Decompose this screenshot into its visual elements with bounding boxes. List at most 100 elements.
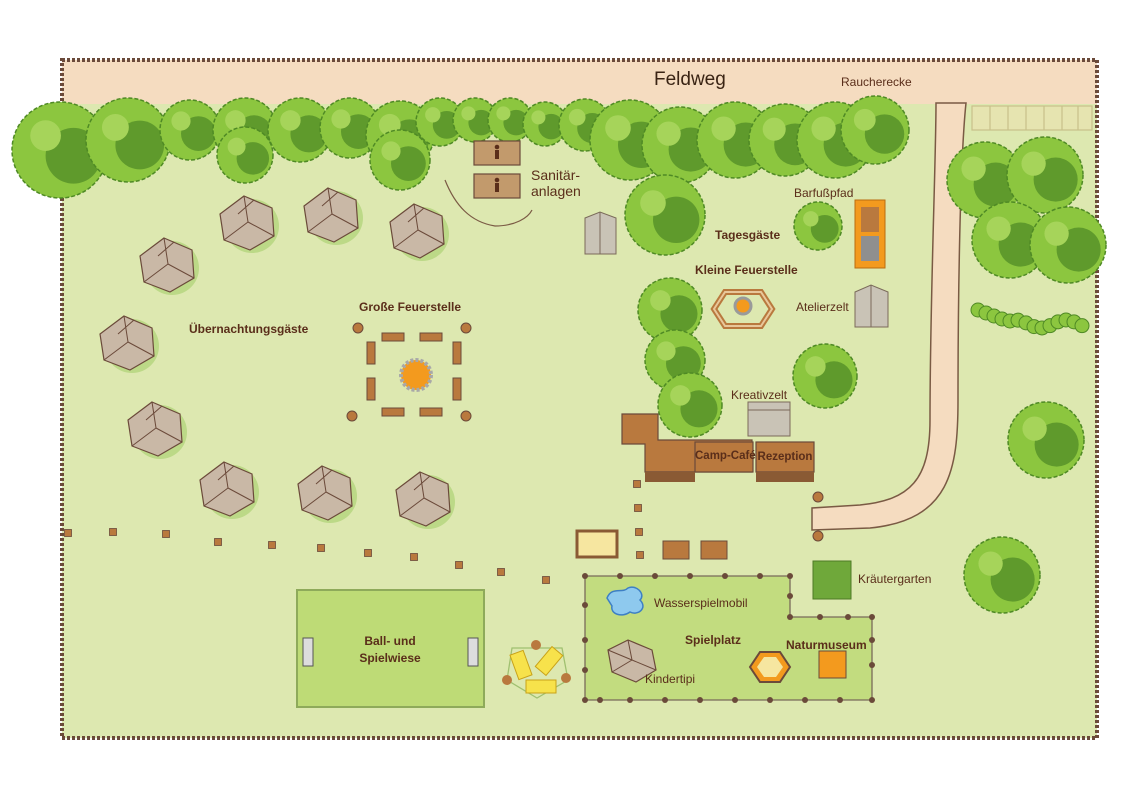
stepping-stones [64, 480, 824, 584]
overnight-guests-label: Übernachtungsgäste [189, 322, 309, 336]
fire-pit [399, 358, 433, 392]
stone [636, 551, 644, 559]
fence-post [845, 614, 851, 620]
creative-tent-icon [747, 401, 791, 437]
sanitary-path [444, 179, 533, 227]
fence-post [869, 697, 875, 703]
fence-post [817, 614, 823, 620]
tree [657, 372, 723, 438]
stone [455, 561, 463, 569]
playground-label: Spielplatz [685, 633, 742, 647]
post [352, 322, 364, 334]
fence-post [869, 637, 875, 643]
stone [317, 544, 325, 552]
stone [497, 568, 505, 576]
water-play-label: Wasserspielmobil [654, 596, 748, 610]
tree [159, 99, 221, 161]
atelier-tent-icon [854, 284, 889, 328]
tent-icon [395, 471, 455, 529]
tree [369, 129, 431, 191]
tent-icon [219, 195, 279, 253]
sanitary-label: Sanitär- anlagen [531, 167, 581, 199]
fence-post [582, 602, 588, 608]
tree [1007, 401, 1085, 479]
fence-post [582, 667, 588, 673]
fence-post [597, 697, 603, 703]
fence-post [627, 697, 633, 703]
barefoot-path-icon [854, 199, 886, 269]
post [346, 410, 358, 422]
kids-tipi-label: Kindertipi [645, 672, 696, 686]
tree [792, 343, 858, 409]
stone [633, 480, 641, 488]
tree [487, 97, 533, 143]
smoking-area-label: Raucherecke [841, 75, 912, 89]
tree [637, 277, 703, 343]
tent-group [99, 187, 455, 529]
bench [452, 341, 462, 365]
tree [624, 174, 706, 256]
tree [216, 126, 274, 184]
tree [1029, 206, 1107, 284]
tent-icon [127, 401, 187, 459]
feldweg-road [62, 60, 1097, 104]
fence-post [757, 573, 763, 579]
tent-icon [139, 237, 199, 295]
post [460, 322, 472, 334]
reception-label: Rezeption [757, 451, 813, 463]
ball-field-label: Ball- und Spielwiese [359, 634, 421, 665]
fence-post [722, 573, 728, 579]
fence-post [582, 637, 588, 643]
nature-museum-square [818, 650, 847, 679]
stone [542, 576, 550, 584]
site-border [60, 58, 1099, 740]
bench [419, 407, 443, 417]
stone [364, 549, 372, 557]
post [812, 491, 824, 503]
fence-post [582, 573, 588, 579]
fence-post [869, 662, 875, 668]
bench [381, 332, 405, 342]
driveway-path [811, 102, 967, 531]
post [460, 410, 472, 422]
tree-group [11, 95, 1107, 614]
camp-cafe-building [621, 413, 815, 482]
day-guests-label: Tagesgäste [715, 228, 781, 242]
fence-post [617, 573, 623, 579]
stone [214, 538, 222, 546]
ball-field [296, 589, 485, 708]
tent-icon [303, 187, 363, 245]
bench [381, 407, 405, 417]
fence-post [697, 697, 703, 703]
herb-garden-label: Kräutergarten [858, 572, 932, 586]
parking-stalls [971, 105, 1093, 131]
picnic-benches [662, 540, 728, 560]
sandbox [575, 529, 619, 559]
fence-post [652, 573, 658, 579]
water-play-icon [606, 586, 644, 616]
stone [410, 553, 418, 561]
nature-museum-label: Naturmuseum [786, 638, 867, 652]
fence-post [869, 614, 875, 620]
stone [635, 528, 643, 536]
bench [452, 377, 462, 401]
stone [162, 530, 170, 538]
cafe-label: Camp-Café [695, 450, 756, 462]
fence-post [837, 697, 843, 703]
fence-post [787, 614, 793, 620]
bench [366, 341, 376, 365]
stone [64, 529, 72, 537]
hammocks [502, 640, 571, 699]
fence-post [787, 593, 793, 599]
fence-post [802, 697, 808, 703]
nature-museum-icon [748, 651, 792, 683]
barefoot-path-label: Barfußpfad [794, 186, 854, 200]
feldweg-label: Feldweg [654, 69, 726, 90]
post [812, 530, 824, 542]
creative-tent-label: Kreativzelt [731, 388, 788, 402]
sanitary-tent-icon [584, 211, 617, 255]
stone [268, 541, 276, 549]
fence-post [732, 697, 738, 703]
tree [963, 536, 1041, 614]
